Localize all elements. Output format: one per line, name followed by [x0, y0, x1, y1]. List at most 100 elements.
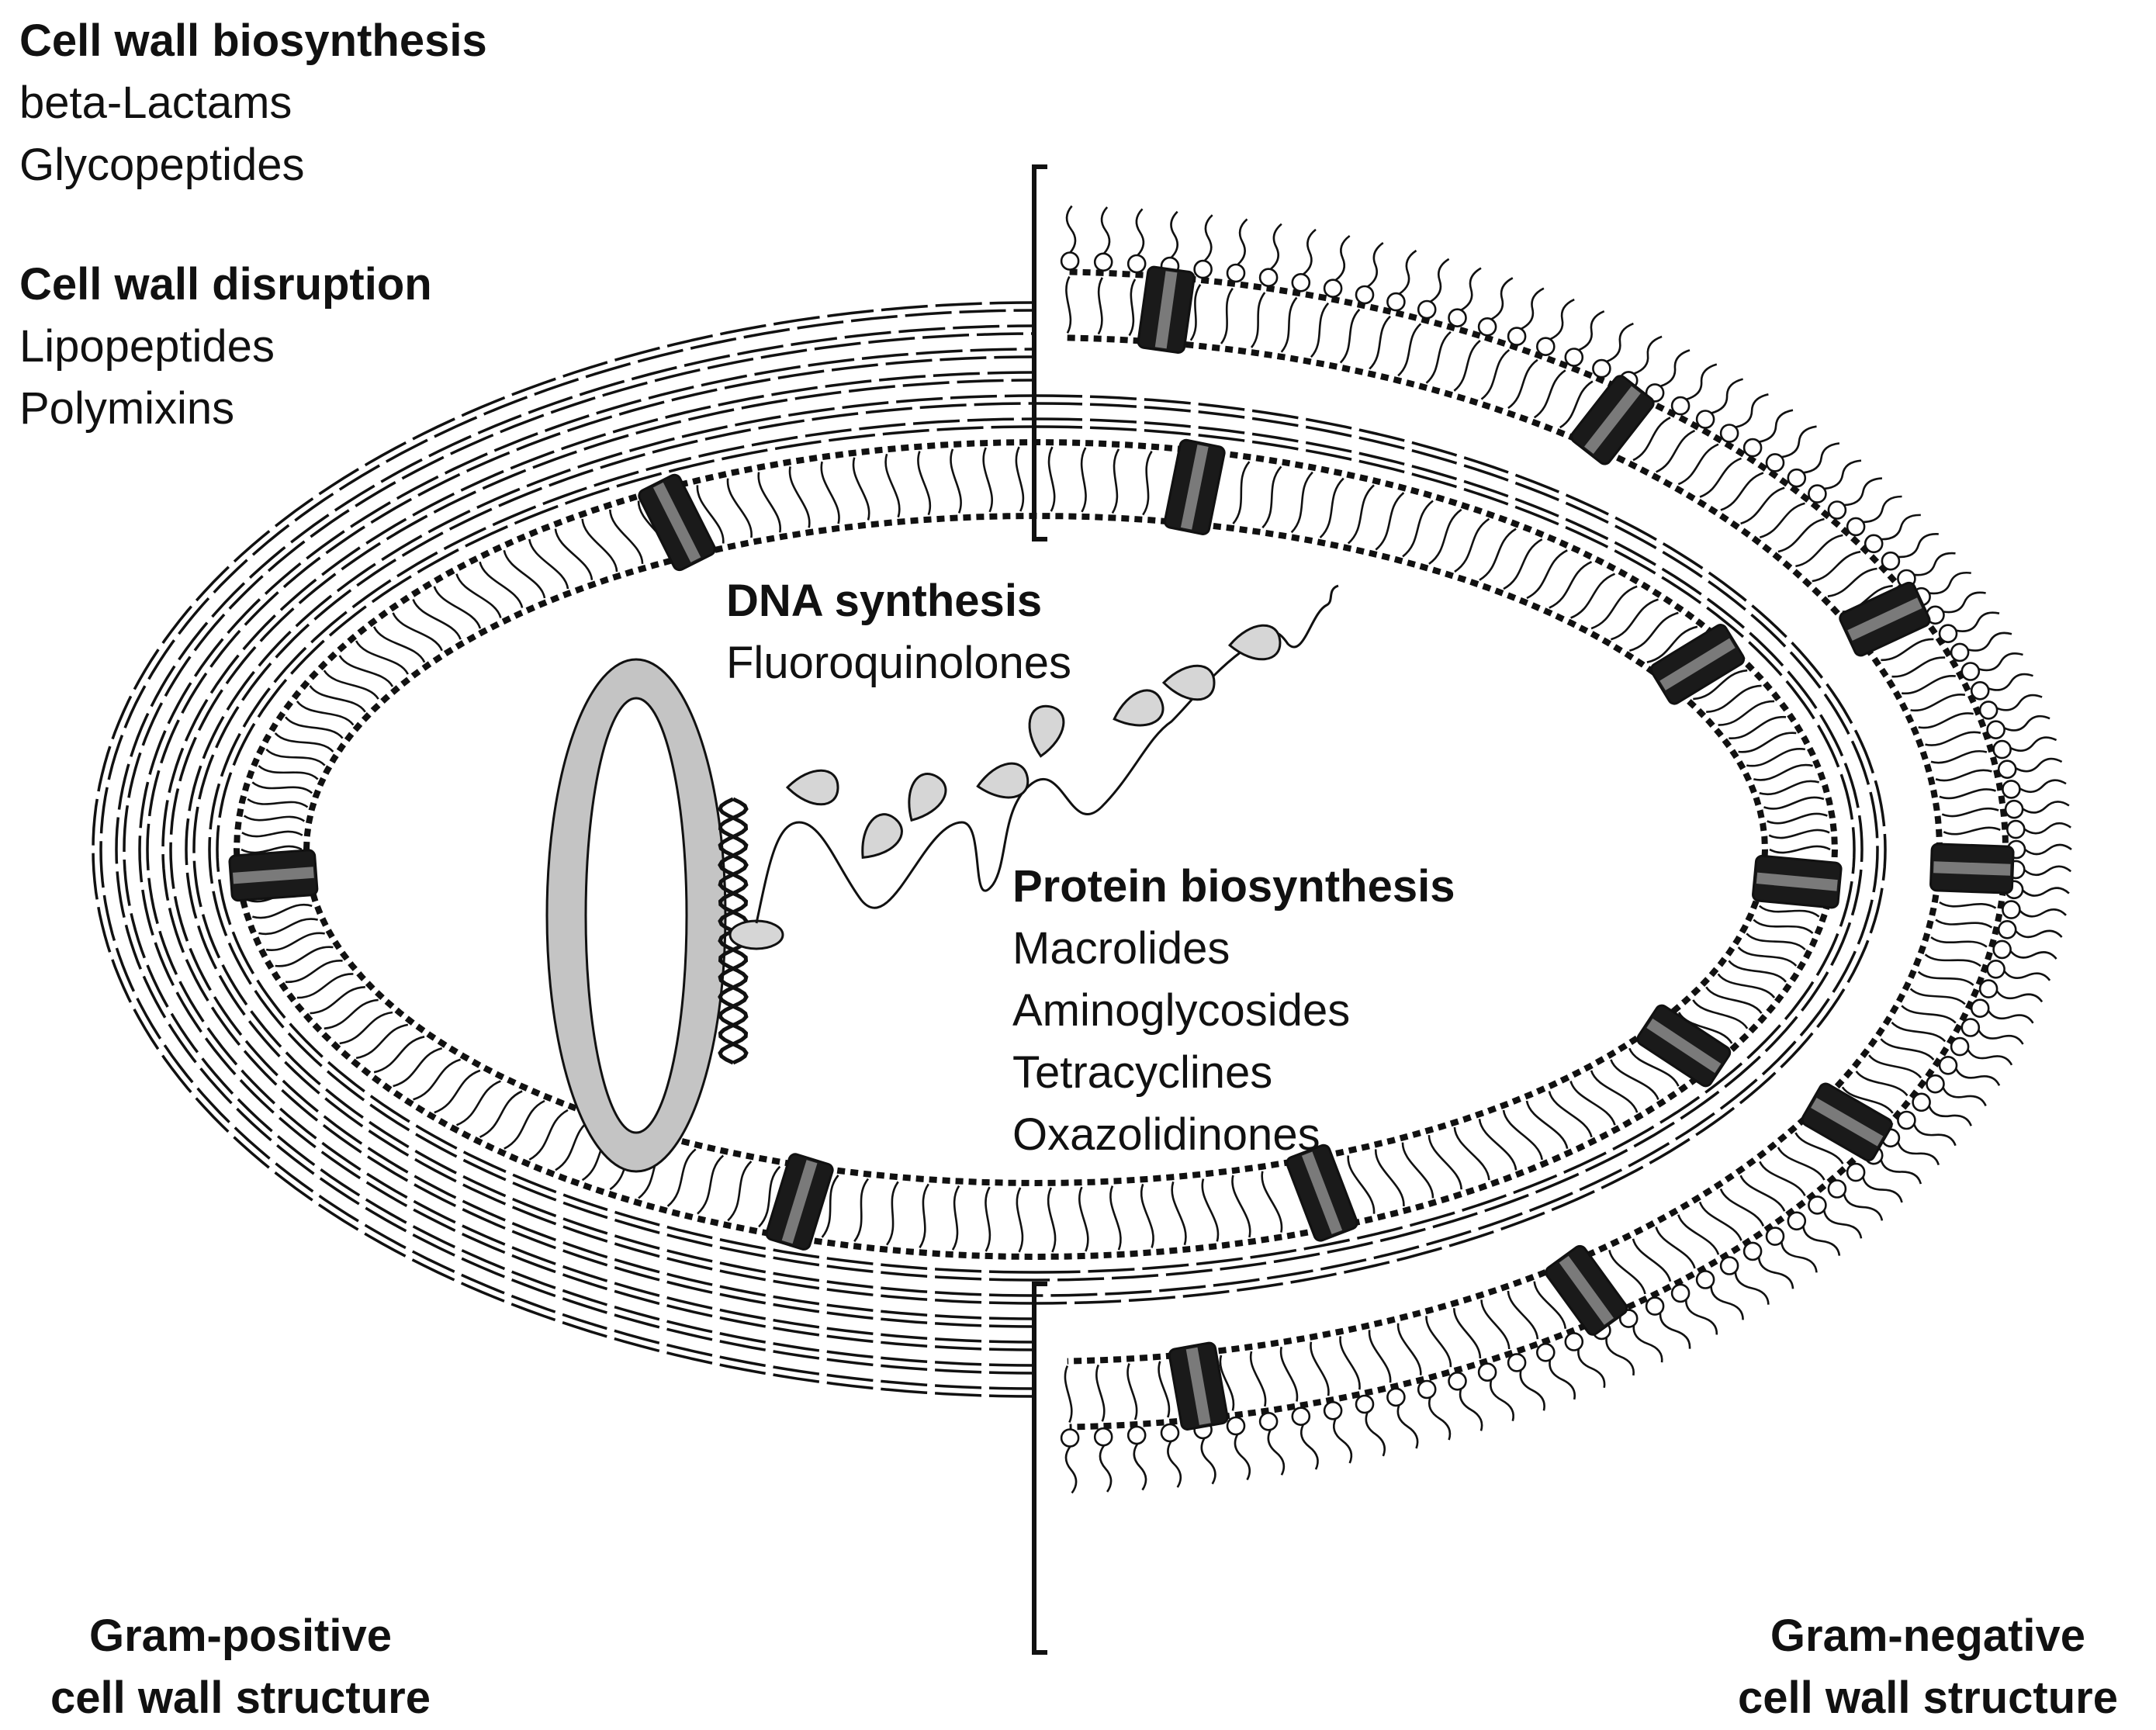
lipid-tail: [1478, 1119, 1518, 1171]
lipid-tail: [853, 1178, 870, 1243]
lps-head: [1978, 979, 1999, 998]
outer-lipid-tail: [1095, 1364, 1106, 1422]
outer-lipid-tail: [1632, 417, 1671, 462]
lipid-tail: [1759, 780, 1820, 796]
lps-chain: [2015, 757, 2063, 773]
outer-lipid-tail: [1655, 1227, 1696, 1269]
lps-head: [1093, 252, 1113, 272]
lipid-tail: [884, 453, 901, 518]
lipid-tail: [1611, 598, 1659, 641]
lipid-tail: [1290, 471, 1313, 534]
outer-lipid-tail: [1396, 1323, 1422, 1375]
lps-head: [1846, 517, 1866, 537]
outer-lipid-tail: [1397, 323, 1422, 377]
outer-lipid-tail: [1310, 1341, 1330, 1396]
gram-negative-subtitle: cell wall structure: [1738, 1673, 2118, 1723]
outer-lipid-tail: [1910, 694, 1966, 712]
outer-lipid-tail: [1677, 443, 1719, 486]
lps-chain: [1302, 228, 1317, 275]
outer-lipid-tail: [1507, 358, 1538, 410]
lipid-tail: [258, 918, 318, 936]
membrane-protein: [1286, 1144, 1358, 1242]
lps-head: [1323, 279, 1343, 299]
lps-chain: [1942, 1087, 1987, 1107]
amino-acid: [908, 773, 947, 822]
aminoglycosides-label: Aminoglycosides: [1012, 985, 1351, 1036]
outer-lipid-tail: [1608, 1250, 1646, 1295]
lps-head: [1970, 998, 1990, 1018]
lipid-tail: [392, 612, 443, 652]
outer-lipid-tail: [1827, 567, 1877, 597]
lps-head: [1448, 308, 1467, 328]
lps-chain: [1862, 1176, 1903, 1203]
lipid-tail: [324, 998, 379, 1030]
lps-head: [1258, 268, 1279, 288]
lps-head: [1670, 396, 1691, 416]
cytoplasmic-membrane: [228, 438, 1843, 1261]
porin-protein: [1168, 1341, 1229, 1431]
lipid-tail: [503, 549, 546, 599]
outer-lipid-tail: [1759, 1161, 1806, 1196]
lps-chain: [1880, 1159, 1922, 1185]
lipid-tail: [355, 1023, 409, 1060]
lipid-tail: [1015, 446, 1025, 512]
protein-biosynthesis-heading: Protein biosynthesis: [1012, 861, 1455, 912]
lps-chain: [1064, 1445, 1078, 1494]
lipid-tail: [455, 573, 502, 618]
lipid-tail: [581, 518, 618, 573]
peptidoglycan-line: [192, 402, 1036, 1297]
lipid-tail: [1767, 812, 1828, 825]
porin-protein: [1570, 375, 1655, 465]
lipid-tail: [504, 1099, 545, 1150]
outer-lipid-tail: [1453, 339, 1481, 392]
lipid-tail: [355, 640, 409, 675]
lps-chain: [1822, 1209, 1863, 1239]
lipid-tail: [1590, 1070, 1639, 1113]
lps-head: [1808, 1195, 1827, 1215]
cell-wall-brackets: [1032, 164, 1047, 1655]
outer-lipid-tail: [1719, 1188, 1765, 1227]
outer-lipid-tail: [1868, 1054, 1922, 1079]
lps-chain: [1269, 223, 1282, 270]
lipid-tail: [1374, 1149, 1405, 1206]
amino-acid: [976, 762, 1030, 799]
lps-chain: [2003, 714, 2050, 732]
lps-head: [1960, 662, 1981, 681]
lipid-tail: [1319, 477, 1344, 539]
lps-chain: [2015, 929, 2063, 939]
macrolides-label: Macrolides: [1012, 923, 1230, 974]
lps-chain: [1757, 1257, 1794, 1289]
lps-head: [1719, 1256, 1739, 1275]
lps-chain: [1578, 310, 1605, 351]
lps-head: [1787, 468, 1807, 488]
lps-chain: [1996, 694, 2043, 711]
lipid-tail: [1768, 829, 1830, 839]
lps-chain: [1267, 1429, 1286, 1476]
lps-chain: [1988, 673, 2033, 691]
lps-chain: [2023, 865, 2072, 877]
periplasm-peptidoglycan-line: [1035, 425, 1856, 1274]
lps-head: [1742, 438, 1763, 458]
amino-acid: [1028, 704, 1065, 758]
lps-chain: [1659, 1312, 1691, 1349]
lipid-tail: [393, 1047, 443, 1088]
lps-head: [1986, 720, 2005, 740]
lipid-tail: [821, 1175, 839, 1238]
lipid-tail: [241, 830, 303, 838]
lps-chain: [1100, 206, 1111, 254]
lipid-tail: [1479, 528, 1517, 581]
lps-chain: [2019, 779, 2067, 793]
lipid-tail: [479, 561, 524, 608]
lipid-tail: [265, 932, 325, 951]
outer-lipid-tail: [1930, 936, 1988, 948]
lps-chain: [2003, 970, 2051, 981]
lipid-tail: [758, 1165, 781, 1228]
lps-head: [1926, 1074, 1945, 1094]
lps-chain: [1802, 1226, 1841, 1256]
lps-head: [1536, 1343, 1556, 1362]
lipid-tail: [1171, 1181, 1187, 1246]
lipid-tail: [1692, 999, 1749, 1029]
membrane-protein: [228, 849, 319, 902]
outer-lipid-tail: [1841, 1086, 1894, 1114]
lipid-tail: [1016, 1187, 1024, 1253]
